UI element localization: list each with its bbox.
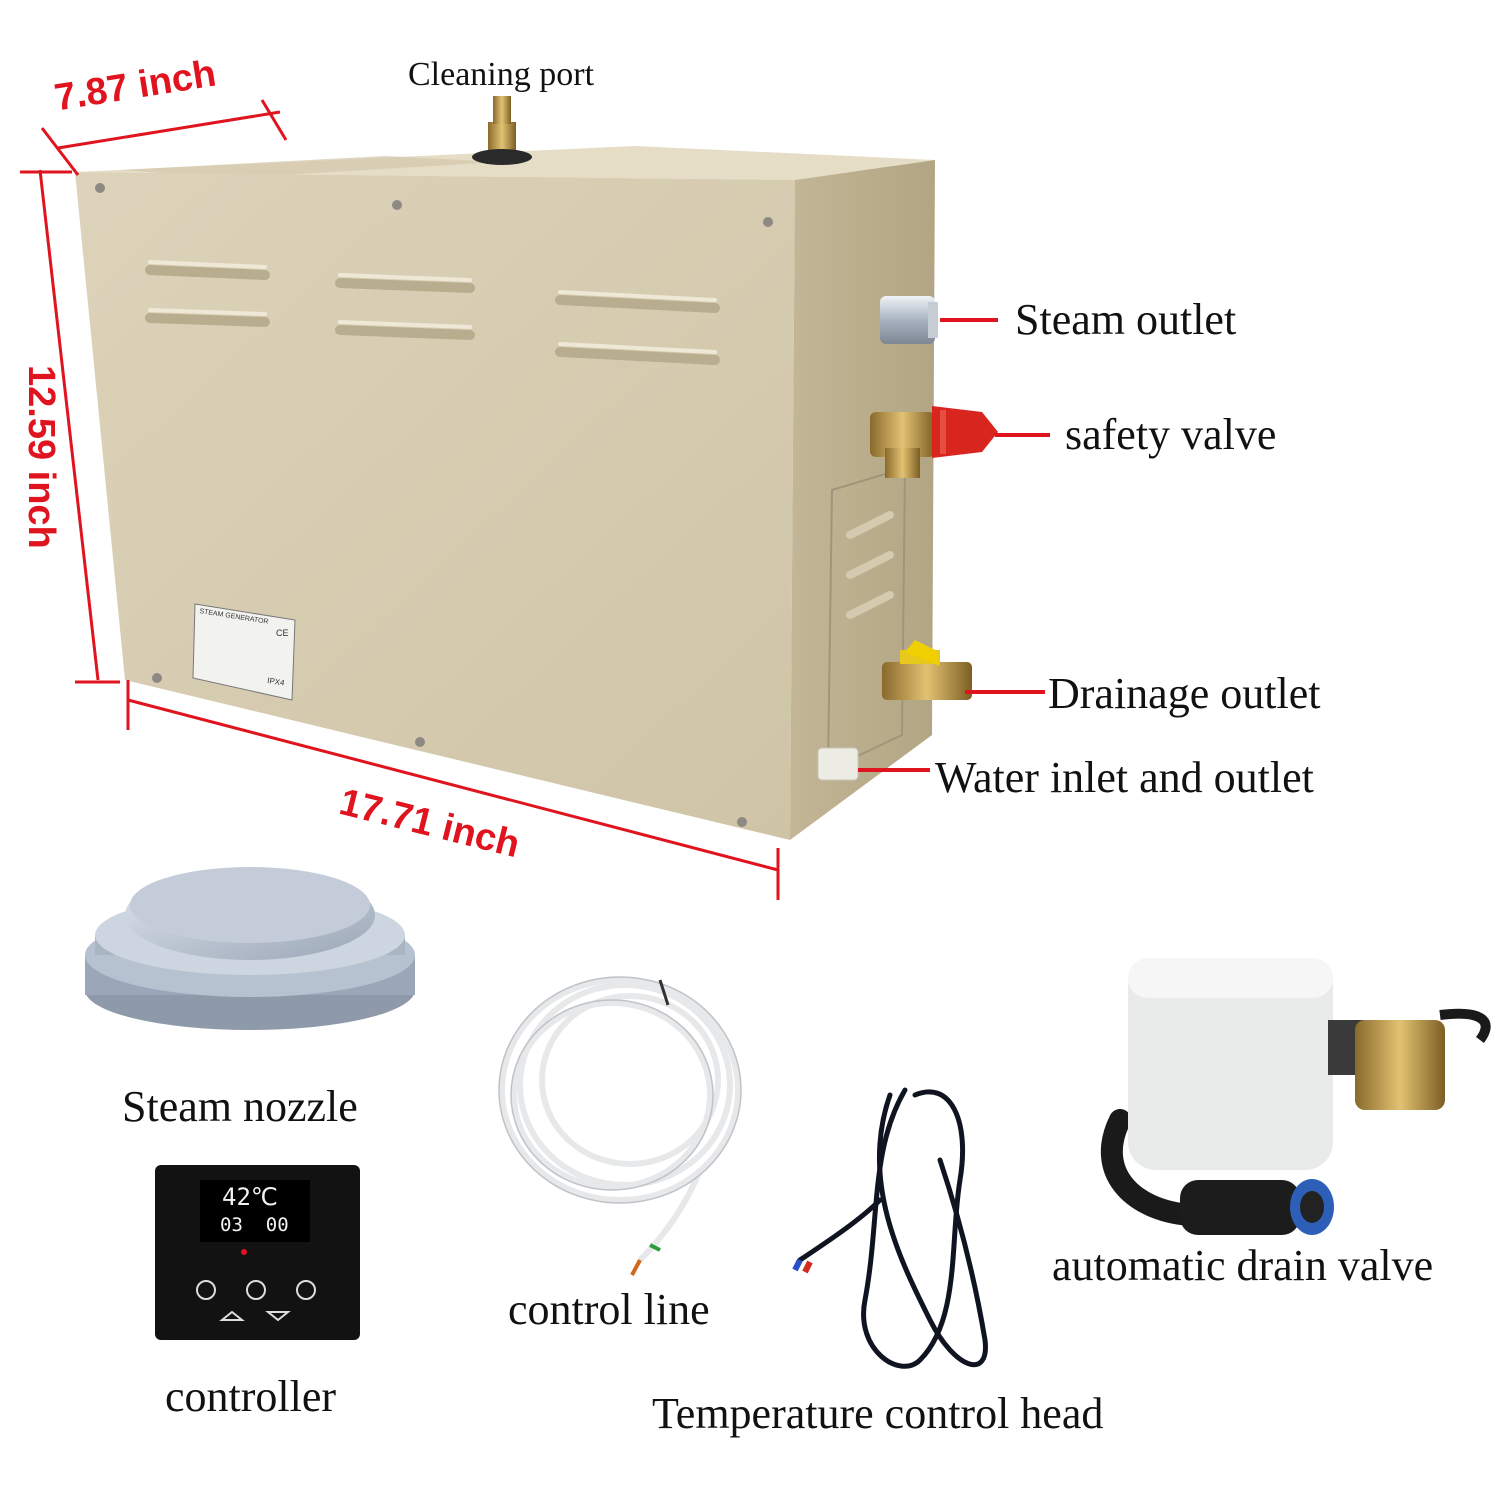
safety-valve-leader	[995, 433, 1050, 437]
water-inlet-leader	[858, 768, 930, 772]
cleaning-port-label: Cleaning port	[408, 56, 595, 93]
height-dimension-label: 12.59 inch	[20, 365, 62, 549]
nameplate-mark: CE	[276, 628, 289, 638]
automatic-drain-valve-label: automatic drain valve	[1052, 1241, 1434, 1290]
steam-outlet-leader	[940, 318, 998, 322]
control-line-label: control line	[508, 1285, 710, 1334]
safety-valve-label: safety valve	[1065, 410, 1277, 459]
steam-outlet-label: Steam outlet	[1015, 295, 1237, 344]
controller-time-display: 03 00	[220, 1214, 289, 1236]
drainage-outlet-leader	[965, 690, 1045, 694]
temperature-control-head-label: Temperature control head	[652, 1389, 1104, 1438]
controller-label: controller	[165, 1372, 337, 1421]
steam-nozzle-label: Steam nozzle	[122, 1082, 358, 1131]
drainage-outlet-label: Drainage outlet	[1048, 669, 1321, 718]
water-inlet-label: Water inlet and outlet	[935, 753, 1314, 802]
controller-temperature-display: 42℃	[222, 1183, 278, 1211]
